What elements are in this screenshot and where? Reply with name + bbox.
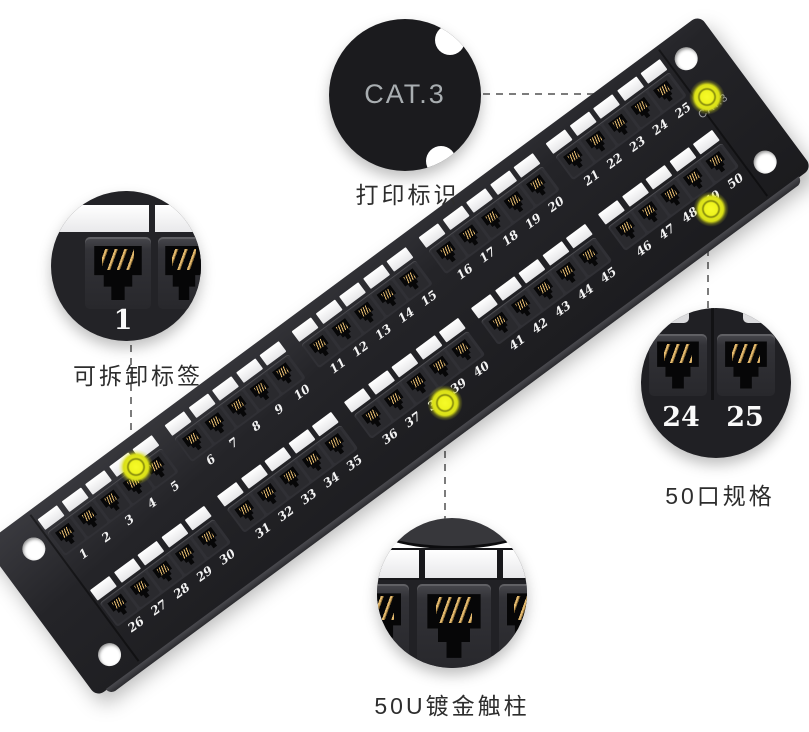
highlight-dot-port50 xyxy=(692,190,730,228)
rj11-port-closeup xyxy=(158,237,201,309)
callout-circle-removable-label: 1 xyxy=(51,191,201,341)
rj11-port-closeup xyxy=(499,584,527,662)
label-strip-closeup xyxy=(503,550,527,578)
label-strip-closeup xyxy=(425,550,497,578)
caption-print-marking: 打印标识 xyxy=(355,182,460,208)
label-strip-sliver xyxy=(743,308,777,323)
gold-pins xyxy=(513,596,527,620)
callout-line-print xyxy=(483,93,689,95)
gold-pins xyxy=(436,597,472,623)
callout-line-removable-label xyxy=(130,345,132,460)
screw-hole-notch-top xyxy=(435,25,465,55)
label-strip-closeup xyxy=(377,550,419,578)
highlight-dot-removable-label xyxy=(117,448,155,486)
caption-gold-contacts: 50U镀金触柱 xyxy=(374,693,530,719)
rj11-port-closeup xyxy=(717,334,775,396)
label-strip-closeup xyxy=(155,205,201,232)
screw-hole-notch-bottom xyxy=(426,146,456,171)
gold-pins xyxy=(102,248,134,271)
gold-pins xyxy=(732,343,760,363)
caption-removable-label: 可拆卸标签 xyxy=(73,363,203,389)
mounting-hole-right-bottom xyxy=(749,145,782,179)
port-number-large: 1 xyxy=(113,305,133,336)
cat3-zoom-text: CAT.3 xyxy=(364,79,446,109)
rj11-port-closeup xyxy=(417,584,491,668)
panel-edge-closeup xyxy=(377,518,527,549)
callout-line-fifty-ports xyxy=(707,223,709,311)
gold-pins xyxy=(171,248,197,271)
callout-circle-fifty-ports: 24 25 xyxy=(641,308,791,458)
callout-circle-print-marking: CAT.3 xyxy=(329,19,481,171)
highlight-dot-gold-contacts xyxy=(426,384,464,422)
gold-pins xyxy=(377,596,395,620)
rj11-port-closeup xyxy=(377,584,409,662)
label-strip-sliver xyxy=(655,308,689,323)
port-number-large: 25 xyxy=(726,402,764,433)
callout-line-gold-contacts xyxy=(444,412,446,520)
label-strip-closeup xyxy=(51,205,149,232)
rj11-port-closeup xyxy=(649,334,707,396)
port-number-large: 24 xyxy=(662,402,700,433)
module-divider xyxy=(711,308,714,400)
callout-circle-gold-contacts xyxy=(377,518,527,668)
caption-fifty-ports: 50口规格 xyxy=(665,483,775,509)
highlight-dot-print-marking xyxy=(688,78,726,116)
rj11-port-closeup xyxy=(85,237,151,309)
mounting-hole-left-bottom xyxy=(93,638,126,671)
gold-pins xyxy=(664,343,692,363)
label-strip-band xyxy=(377,548,527,580)
